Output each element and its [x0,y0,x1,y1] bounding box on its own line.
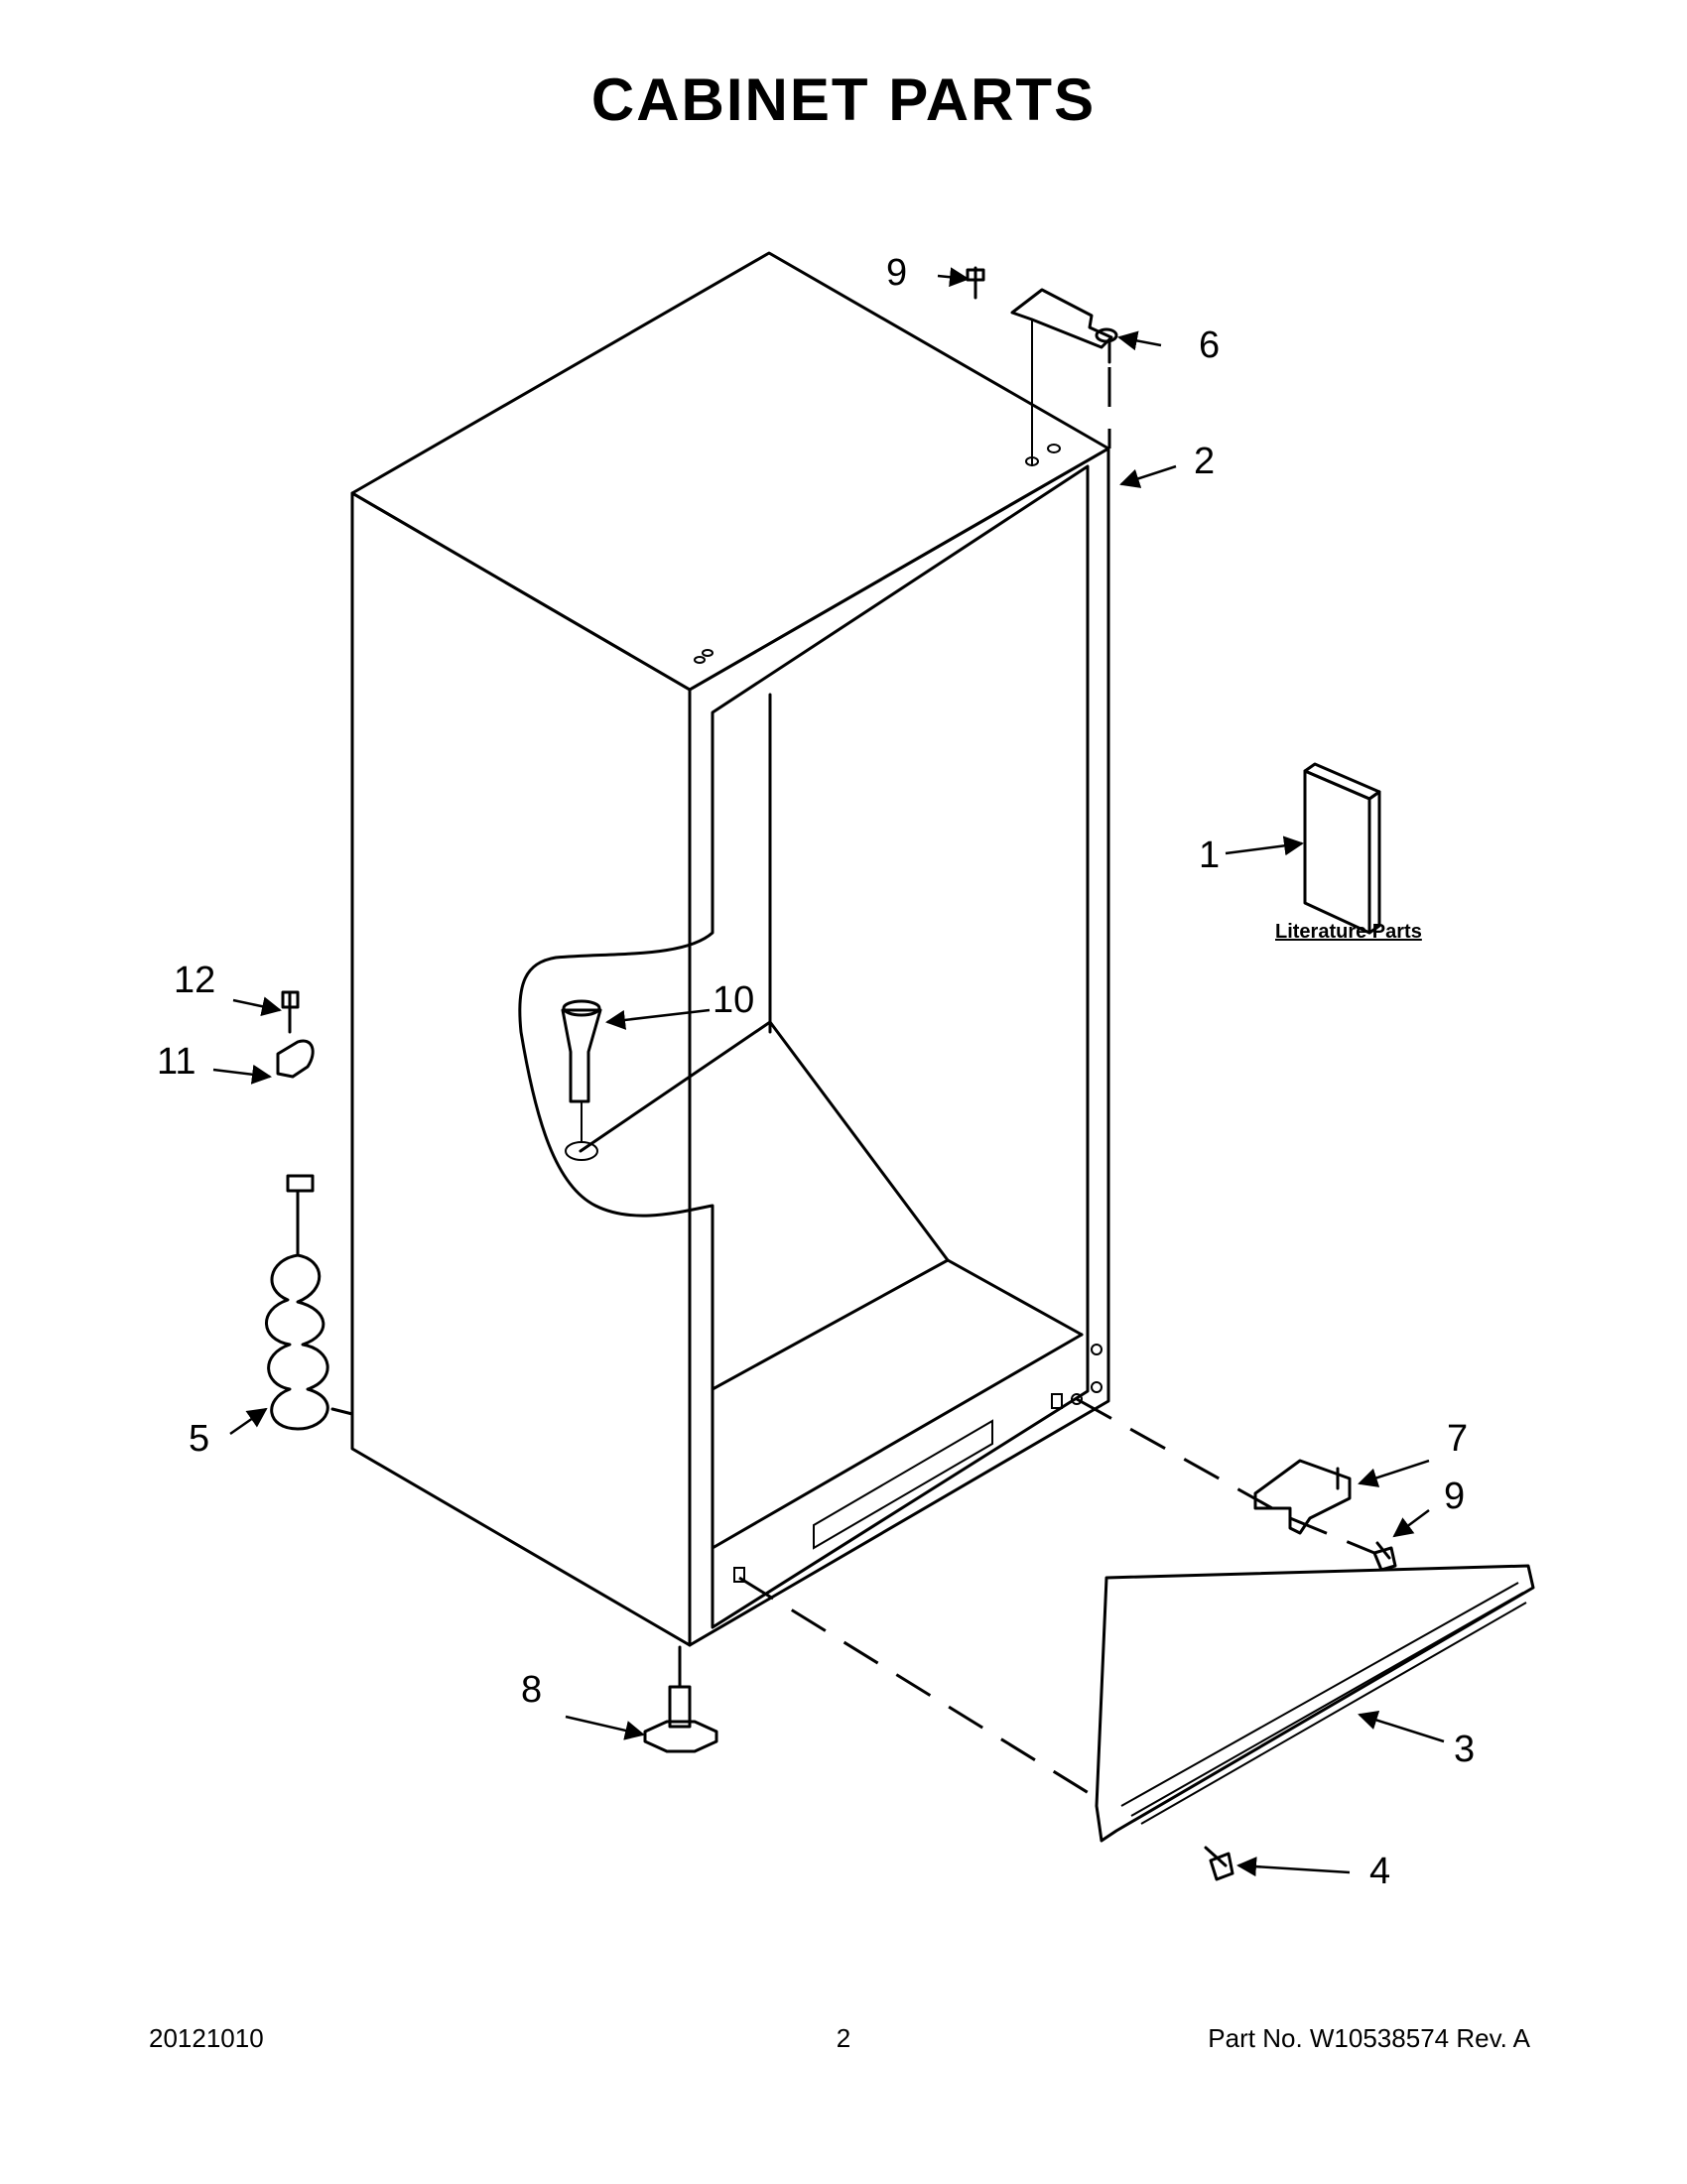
callout-11: 11 [157,1041,195,1083]
literature-parts: Literature Parts [1275,762,1422,943]
callout-5: 5 [189,1418,209,1460]
callout-9-bottom: 9 [1444,1476,1465,1517]
callout-2: 2 [1194,441,1215,482]
literature-parts-label: Literature Parts [1275,921,1422,943]
callout-7: 7 [1447,1418,1468,1460]
footer-page-number: 2 [836,2023,851,2053]
cabinet-body [350,251,1110,1647]
toe-grille [1095,1564,1535,1843]
callout-3: 3 [1454,1729,1475,1770]
power-cord [265,1174,354,1431]
footer-part-number: Part No. W10538574 Rev. A [1208,2023,1530,2053]
callout-1: 1 [1199,835,1220,876]
leveling-leg [643,1645,718,1753]
callout-8: 8 [521,1669,542,1711]
callout-12: 12 [174,960,215,1001]
bottom-hinge [1253,1459,1397,1572]
callout-10: 10 [713,979,754,1021]
footer-date: 20121010 [149,2023,264,2053]
top-hinge [966,266,1118,466]
page-title: CABINET PARTS [590,66,1097,133]
cord-clamp [276,990,315,1079]
callout-6: 6 [1199,324,1220,366]
callout-4: 4 [1369,1851,1390,1892]
callout-9-top: 9 [886,252,907,294]
